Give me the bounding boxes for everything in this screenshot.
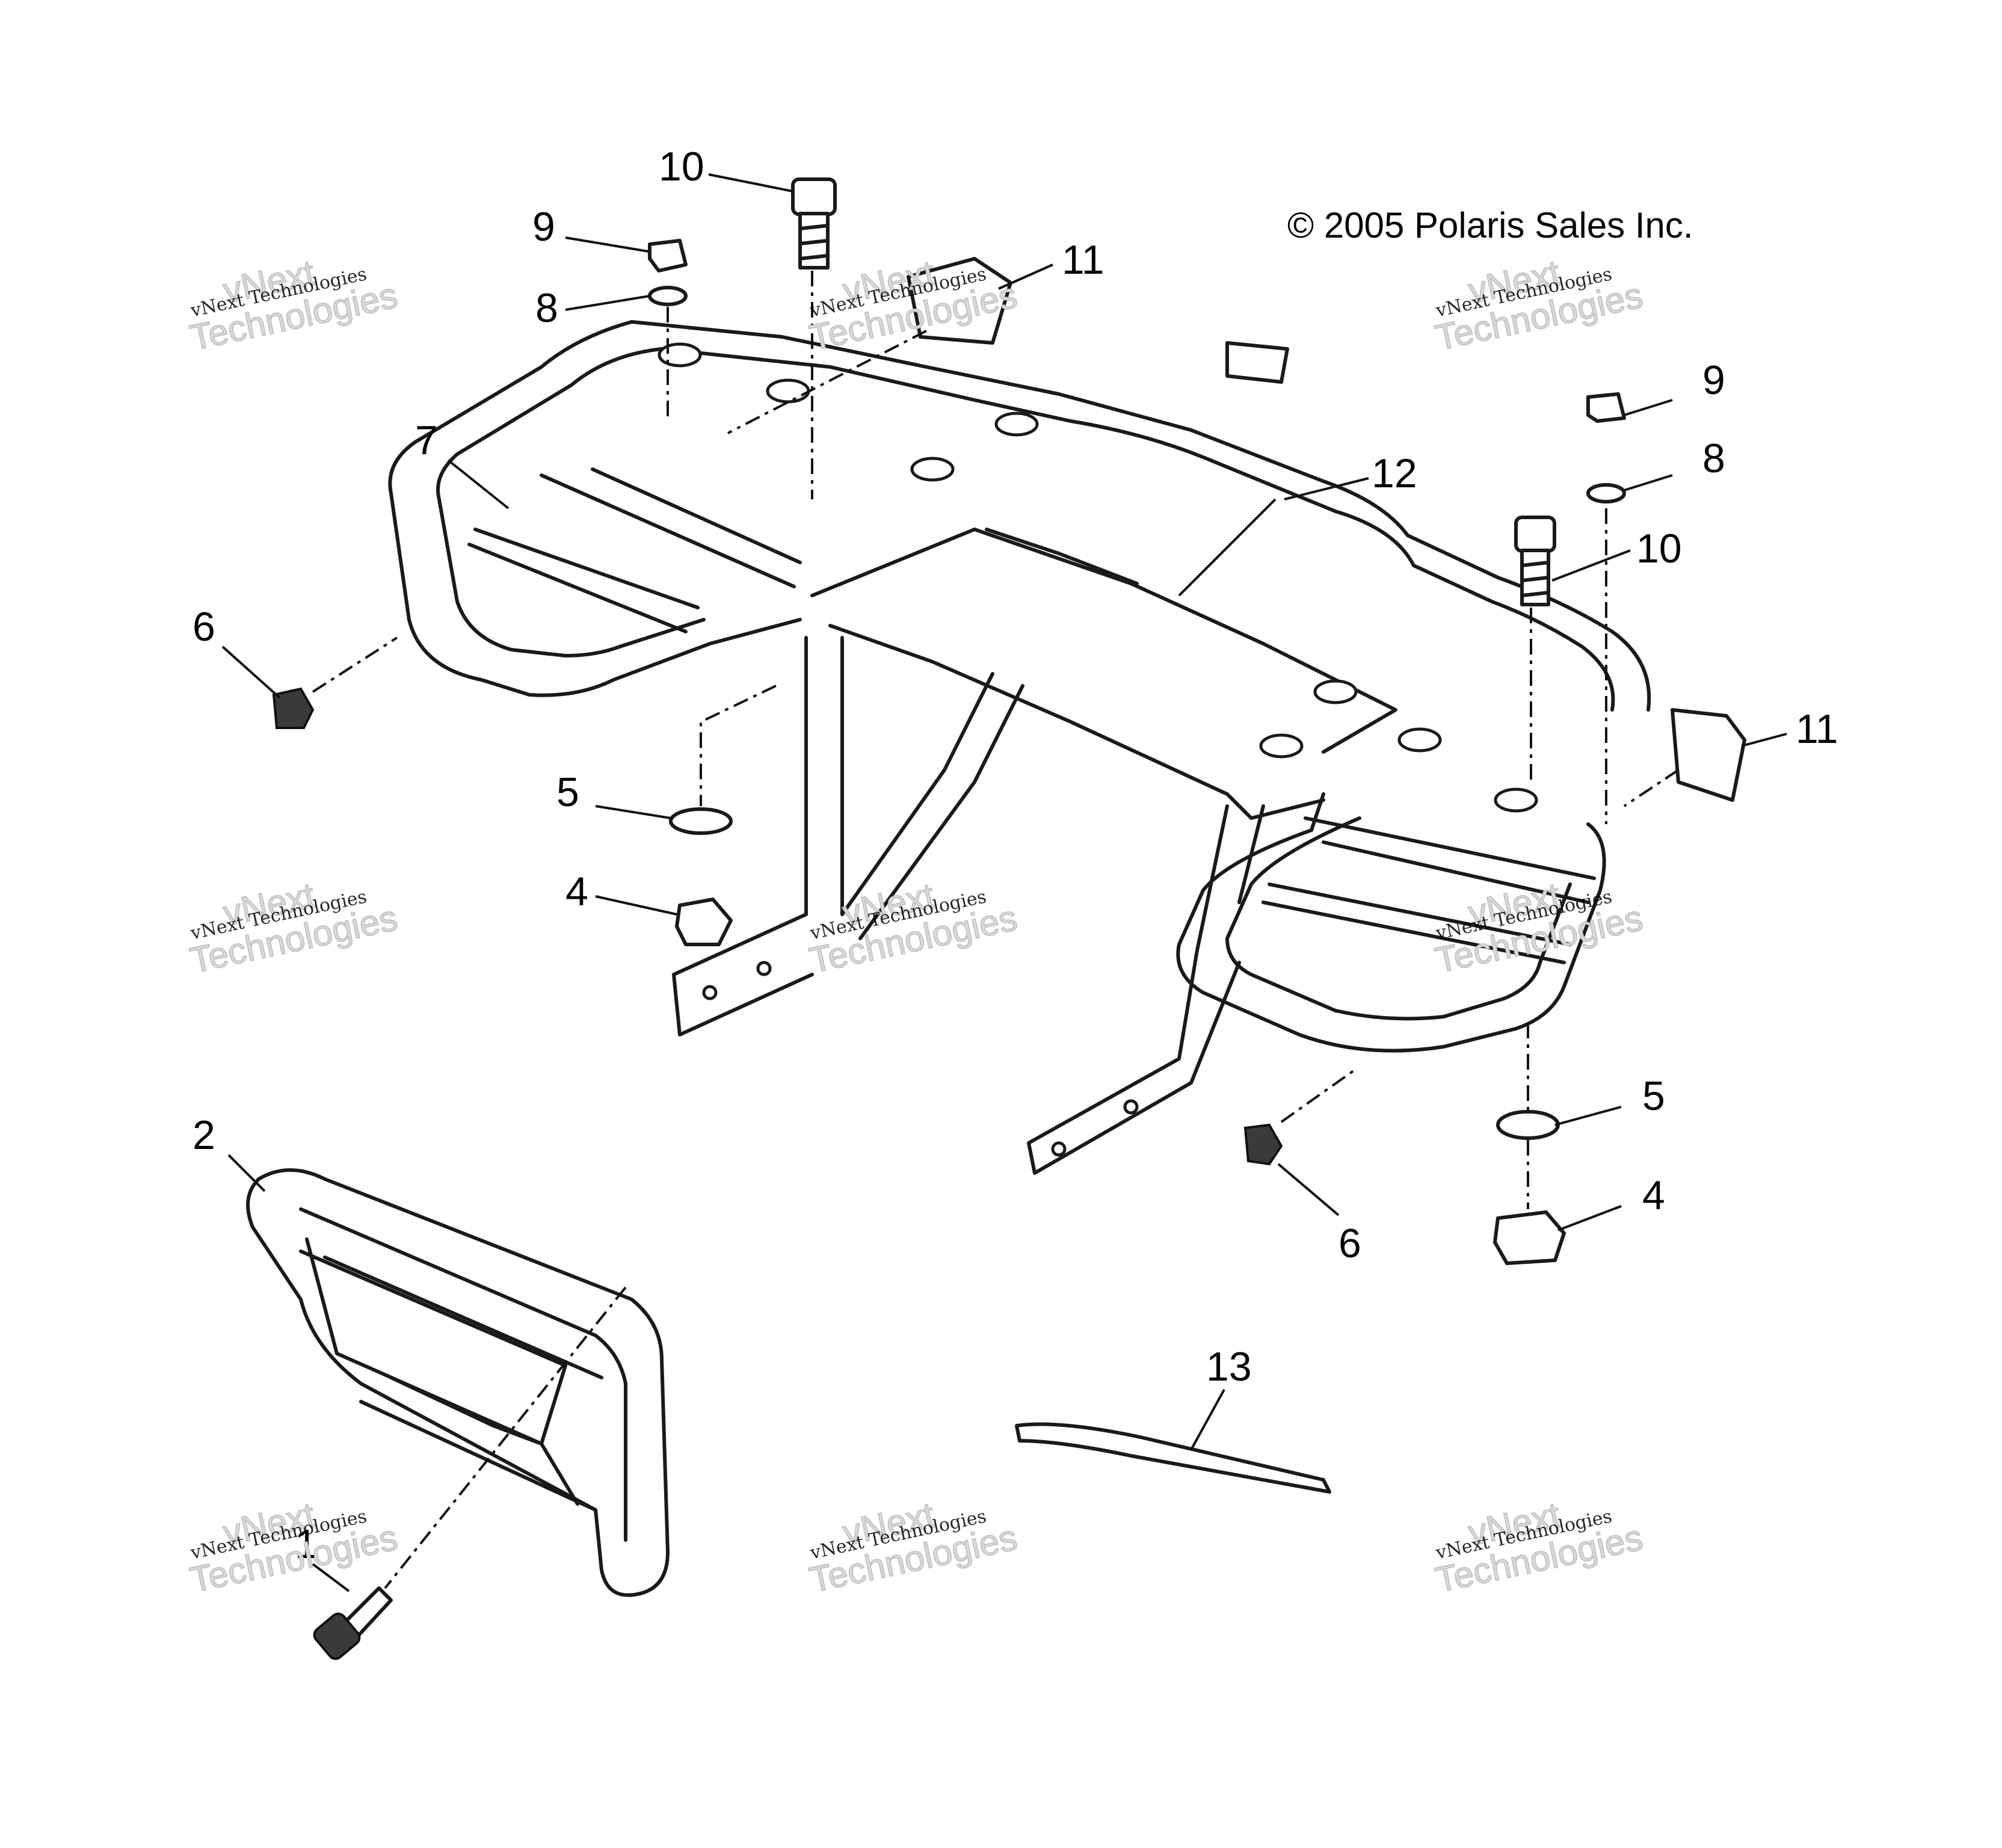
callout-13: 13 (1206, 1344, 1252, 1390)
callout-11-left: 11 (1062, 237, 1104, 283)
callout-4-right: 4 (1642, 1172, 1665, 1218)
clip-11-left (907, 257, 1012, 345)
nut-6-right (1243, 1123, 1283, 1166)
assembly-lines (312, 271, 1680, 1589)
callout-10-left: 10 (659, 144, 704, 189)
callout-4-left: 4 (565, 869, 588, 914)
clip-11-right (1671, 708, 1746, 802)
nut-4-right (1493, 1210, 1566, 1265)
decal-12 (1225, 341, 1289, 384)
nut-9-left (648, 239, 688, 273)
bolt-10-left (791, 177, 837, 270)
callout-1: 1 (295, 1521, 318, 1567)
callout-8-left: 8 (535, 285, 558, 331)
rear-rack (388, 320, 1651, 1175)
bolt-part-1 (313, 1586, 393, 1660)
cable-tie-13 (1015, 1422, 1331, 1494)
watermarks: vNext Technologies vNext Technologies vN… (186, 252, 1646, 1601)
callout-5-left: 5 (556, 769, 579, 815)
callout-labels: 10 9 8 11 7 12 9 8 10 11 6 5 4 5 4 6 2 1… (192, 144, 1838, 1567)
front-bumper (246, 1168, 670, 1597)
callout-7: 7 (415, 417, 438, 463)
washer-5-left (669, 807, 733, 835)
callout-2: 2 (192, 1112, 215, 1158)
washer-8-right (1586, 483, 1626, 504)
callout-9-left: 9 (532, 204, 555, 250)
nut-6-left (272, 687, 315, 729)
callout-8-right: 8 (1702, 436, 1725, 481)
callout-6-right: 6 (1338, 1221, 1361, 1266)
callout-9-right: 9 (1702, 357, 1725, 403)
callout-5-right: 5 (1642, 1073, 1665, 1119)
leader-lines (221, 173, 1787, 1592)
copyright-notice: © 2005 Polaris Sales Inc. (1287, 205, 1693, 245)
callout-12: 12 (1372, 451, 1417, 496)
washer-8-left (648, 286, 688, 306)
callout-11-right: 11 (1796, 706, 1838, 752)
bolt-10-right (1514, 516, 1556, 606)
nut-9-right (1586, 392, 1626, 423)
nut-4-left (675, 898, 733, 946)
washer-5-right (1496, 1110, 1560, 1140)
callout-10-right: 10 (1636, 526, 1682, 571)
callout-6-left: 6 (192, 604, 215, 650)
